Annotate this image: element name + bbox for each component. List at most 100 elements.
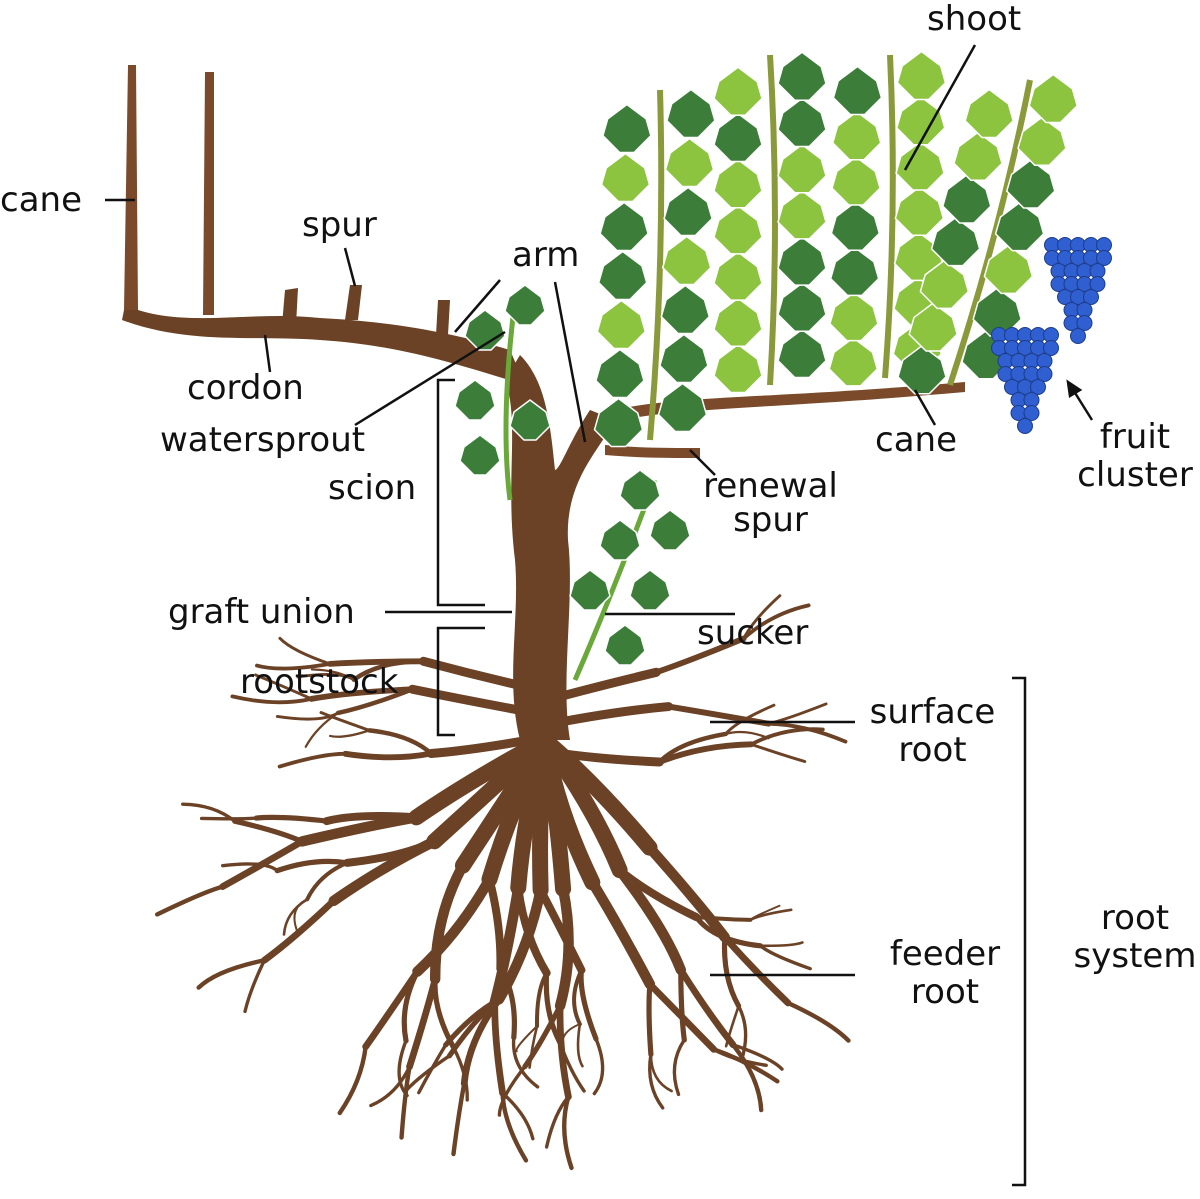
root xyxy=(653,635,747,676)
leaf xyxy=(895,141,945,191)
leaf xyxy=(660,284,711,335)
leaf xyxy=(983,244,1034,295)
leaf xyxy=(777,143,827,194)
leaf xyxy=(454,379,496,421)
spur-3 xyxy=(436,300,450,335)
arrowhead-fruit-cluster xyxy=(1066,379,1083,399)
root xyxy=(615,866,701,922)
root xyxy=(578,967,599,1042)
leaf xyxy=(831,156,881,206)
label-cane-right: cane xyxy=(875,420,957,460)
grape xyxy=(1030,379,1046,395)
label-feeder-root: feeder root xyxy=(875,935,1015,1011)
leaf xyxy=(713,66,763,117)
label-surface-root: surface root xyxy=(855,693,1010,769)
root xyxy=(199,816,259,821)
root xyxy=(758,944,812,971)
root xyxy=(154,884,225,917)
root xyxy=(310,668,356,681)
root xyxy=(342,750,435,761)
root xyxy=(367,728,434,756)
root xyxy=(500,1090,529,1163)
root xyxy=(451,1045,469,1102)
leaf xyxy=(596,299,647,350)
spur-1 xyxy=(282,288,298,325)
root xyxy=(537,732,658,856)
leaf xyxy=(569,569,611,611)
root xyxy=(230,694,314,705)
root xyxy=(243,958,267,1014)
cane-left-2 xyxy=(203,72,214,315)
root xyxy=(369,1065,412,1108)
leaf xyxy=(777,97,827,148)
leaf xyxy=(953,131,1003,181)
root xyxy=(500,1091,535,1141)
root xyxy=(759,941,804,948)
root xyxy=(491,998,506,1097)
leaf xyxy=(459,434,501,476)
root xyxy=(724,1004,740,1048)
root xyxy=(335,686,415,716)
leader-renewal-spur xyxy=(689,449,716,476)
label-fruit-cluster-line1: fruit xyxy=(1099,417,1171,457)
bracket-root-system xyxy=(1012,676,1027,1187)
root xyxy=(401,968,421,1044)
leaf xyxy=(777,328,827,379)
root xyxy=(724,703,776,736)
root xyxy=(557,1040,586,1093)
leaf xyxy=(649,509,691,551)
root xyxy=(731,1043,784,1071)
grape xyxy=(1076,315,1093,331)
label-surface-root-line1: surface xyxy=(869,692,996,732)
cordon-branch xyxy=(122,305,525,385)
root xyxy=(678,967,687,1043)
root xyxy=(308,686,416,702)
grape xyxy=(1096,250,1112,266)
shoot-stem xyxy=(947,79,1033,386)
root xyxy=(522,1003,563,1070)
leaf xyxy=(964,88,1015,139)
label-rootstock: rootstock xyxy=(240,662,399,702)
root xyxy=(528,1024,539,1069)
root xyxy=(592,1037,605,1096)
leaf xyxy=(1017,116,1067,166)
root xyxy=(255,661,332,671)
root xyxy=(254,673,313,701)
root xyxy=(351,659,426,682)
leaves xyxy=(454,50,1079,666)
root xyxy=(429,860,469,985)
root xyxy=(514,883,551,978)
root xyxy=(261,897,338,964)
vine-wood xyxy=(122,65,965,740)
root xyxy=(406,975,439,1071)
root xyxy=(497,966,517,1041)
label-arm: arm xyxy=(512,235,580,275)
root xyxy=(337,1044,368,1116)
leaf xyxy=(713,158,763,209)
root xyxy=(511,1035,540,1089)
leaf xyxy=(713,343,763,394)
root xyxy=(721,933,792,1007)
label-renewal-spur-line1: renewal xyxy=(703,466,838,506)
leaf xyxy=(897,344,947,395)
leader-watersprout xyxy=(354,330,506,427)
label-root-system-line1: root xyxy=(1100,898,1170,938)
root xyxy=(576,1022,584,1068)
label-graft-union: graft union xyxy=(168,592,355,632)
grape xyxy=(1070,328,1086,344)
leader-cordon xyxy=(263,334,272,373)
leaf xyxy=(895,95,946,146)
leaf xyxy=(599,201,649,252)
root xyxy=(253,814,330,824)
leader-cane-right xyxy=(913,389,937,426)
leaf xyxy=(828,336,879,387)
root xyxy=(278,636,332,666)
shoot-stem xyxy=(882,54,896,379)
root xyxy=(677,966,737,1049)
label-root-system: root system xyxy=(1065,899,1200,975)
leaf xyxy=(599,519,641,561)
grape xyxy=(1036,366,1053,382)
root xyxy=(748,908,793,922)
leaf xyxy=(908,302,959,352)
